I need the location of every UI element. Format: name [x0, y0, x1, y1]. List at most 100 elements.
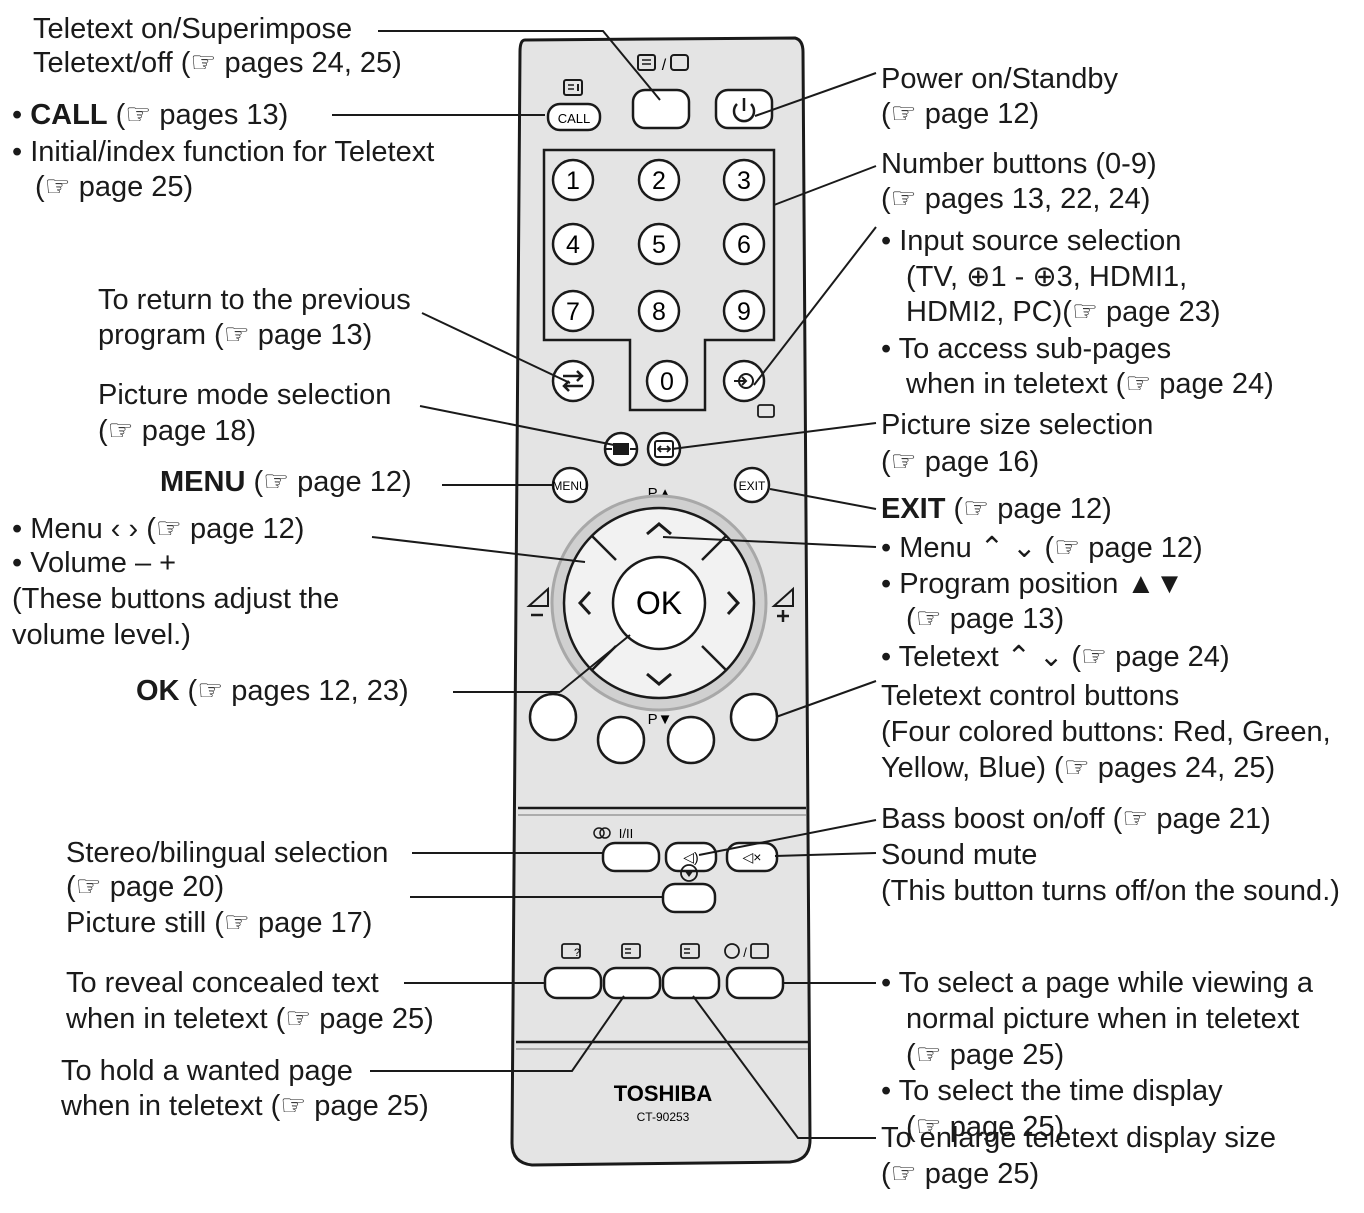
control-label-line3: Yellow, Blue) (☞ pages 24, 25) [881, 752, 1276, 784]
stereo-label-line2: (☞ page 20) [66, 871, 225, 903]
navigation-pad[interactable]: OK [550, 494, 768, 712]
ok-key-label: OK [636, 585, 682, 621]
time-display-label-line1: • To select the time display [881, 1075, 1223, 1107]
digit-5-button[interactable]: 5 [637, 222, 681, 266]
svg-text:MENU: MENU [552, 479, 587, 493]
volume-note-line1: (These buttons adjust the [12, 583, 340, 615]
digit-1-button[interactable]: 1 [551, 158, 595, 202]
power-button[interactable] [714, 88, 774, 130]
return-button[interactable] [551, 359, 595, 403]
menu-button[interactable]: MENU [551, 466, 589, 504]
call-label-bold: CALL [30, 99, 108, 131]
control-label-line1: Teletext control buttons [881, 680, 1180, 712]
digit-6-label: 6 [737, 231, 751, 259]
stereo-label-line1: Stereo/bilingual selection [66, 837, 389, 869]
control-label-line2: (Four colored buttons: Red, Green, [881, 716, 1331, 748]
select-page-label-line1: • To select a page while viewing a [881, 967, 1313, 999]
enlarge-label-line1: To enlarge teletext display size [881, 1122, 1276, 1154]
mute-label-line2: (This button turns off/on the sound.) [881, 875, 1340, 907]
svg-text:/: / [743, 945, 747, 960]
number-pad-frame [542, 148, 776, 412]
hold-label-line2: when in teletext (☞ page 25) [61, 1090, 429, 1122]
digit-8-button[interactable]: 8 [637, 289, 681, 333]
digit-0-button[interactable]: 0 [645, 359, 689, 403]
enlarge-label-line2: (☞ page 25) [881, 1158, 1040, 1190]
hold-button[interactable] [602, 943, 662, 1000]
digit-6-button[interactable]: 6 [722, 222, 766, 266]
reveal-label-line1: To reveal concealed text [66, 967, 379, 999]
menu-up-down-label: • Menu ⌃ ⌄ (☞ page 12) [881, 532, 1203, 564]
p-down-label: P▼ [648, 711, 673, 728]
svg-text:I/II: I/II [619, 826, 633, 841]
digit-0-label: 0 [660, 368, 674, 396]
call-button[interactable]: CALL [546, 79, 602, 132]
digit-3-button[interactable]: 3 [722, 158, 766, 202]
call-label: • CALL (☞ pages 13) [12, 99, 289, 131]
model-number: CT-90253 [637, 1110, 690, 1124]
select-page-label-line2: normal picture when in teletext [906, 1003, 1300, 1035]
blue-button[interactable] [729, 692, 779, 742]
picture-mode-label-line1: Picture mode selection [98, 379, 392, 411]
volume-label: • Volume – + [12, 547, 177, 579]
svg-text:?: ? [574, 947, 580, 959]
picture-size-label-line1: Picture size selection [881, 409, 1154, 441]
digit-4-label: 4 [566, 231, 580, 259]
digit-3-label: 3 [737, 167, 751, 195]
bass-boost-button[interactable]: ◁) [664, 841, 718, 873]
digit-7-button[interactable]: 7 [551, 289, 595, 333]
green-button[interactable] [596, 715, 646, 765]
exit-label: EXIT (☞ page 12) [881, 493, 1112, 525]
hold-label-line1: To hold a wanted page [61, 1055, 353, 1087]
enlarge-button[interactable] [661, 943, 721, 1000]
input-label-line3: HDMI2, PC)(☞ page 23) [906, 296, 1221, 328]
number-label-line2: (☞ pages 13, 22, 24) [881, 183, 1151, 215]
digit-8-label: 8 [652, 298, 666, 326]
select-page-label-line3: (☞ page 25) [906, 1039, 1065, 1071]
exit-label-bold: EXIT [881, 493, 946, 525]
mute-button[interactable]: ◁× [725, 841, 779, 873]
digit-2-label: 2 [652, 167, 666, 195]
teletext-label-line2: Teletext/off (☞ pages 24, 25) [33, 47, 402, 79]
bass-boost-label: Bass boost on/off (☞ page 21) [881, 803, 1271, 835]
picture-mode-button[interactable] [603, 431, 639, 467]
brand-logo: TOSHIBA [614, 1081, 713, 1106]
stereo-button[interactable]: I/II [593, 826, 661, 873]
mute-label-line1: Sound mute [881, 839, 1038, 871]
return-label-line1: To return to the previous [98, 284, 411, 316]
program-position-label-line2: (☞ page 13) [906, 603, 1065, 635]
menu-label: MENU (☞ page 12) [160, 466, 412, 498]
power-label-line2: (☞ page 12) [881, 98, 1040, 130]
reveal-button[interactable]: ? [543, 943, 603, 1000]
yellow-button[interactable] [666, 715, 716, 765]
red-button[interactable] [528, 692, 578, 742]
digit-7-label: 7 [566, 298, 580, 326]
exit-button[interactable]: EXIT [733, 466, 771, 504]
svg-text:CALL: CALL [558, 111, 591, 126]
number-label-line1: Number buttons (0-9) [881, 148, 1157, 180]
input-button[interactable] [722, 359, 775, 418]
volume-note-line2: volume level.) [12, 619, 191, 651]
volume-down-icon [526, 586, 549, 617]
picture-size-button[interactable] [646, 431, 682, 467]
picture-size-label-line2: (☞ page 16) [881, 446, 1040, 478]
subpage-label-line2: when in teletext (☞ page 24) [906, 368, 1274, 400]
ok-label-bold: OK [136, 675, 180, 707]
picture-still-label: Picture still (☞ page 17) [66, 907, 373, 939]
digit-4-button[interactable]: 4 [551, 222, 595, 266]
digit-9-button[interactable]: 9 [722, 289, 766, 333]
digit-2-button[interactable]: 2 [637, 158, 681, 202]
reveal-label-line2: when in teletext (☞ page 25) [66, 1003, 434, 1035]
time-display-button[interactable]: / [724, 943, 785, 1000]
ok-label: OK (☞ pages 12, 23) [136, 675, 409, 707]
power-label-line1: Power on/Standby [881, 63, 1118, 95]
svg-text:EXIT: EXIT [739, 479, 766, 493]
index-label-line1: • Initial/index function for Teletext [12, 136, 435, 168]
volume-up-icon [771, 586, 794, 622]
menu-left-right-label: • Menu ‹ › (☞ page 12) [12, 513, 305, 545]
input-label-line2: (TV, ⊕1 - ⊕3, HDMI1, [906, 261, 1188, 293]
teletext-button[interactable]: / [631, 54, 691, 130]
menu-label-bold: MENU [160, 466, 246, 498]
digit-1-label: 1 [566, 167, 580, 195]
teletext-up-down-label: • Teletext ⌃ ⌄ (☞ page 24) [881, 641, 1230, 673]
